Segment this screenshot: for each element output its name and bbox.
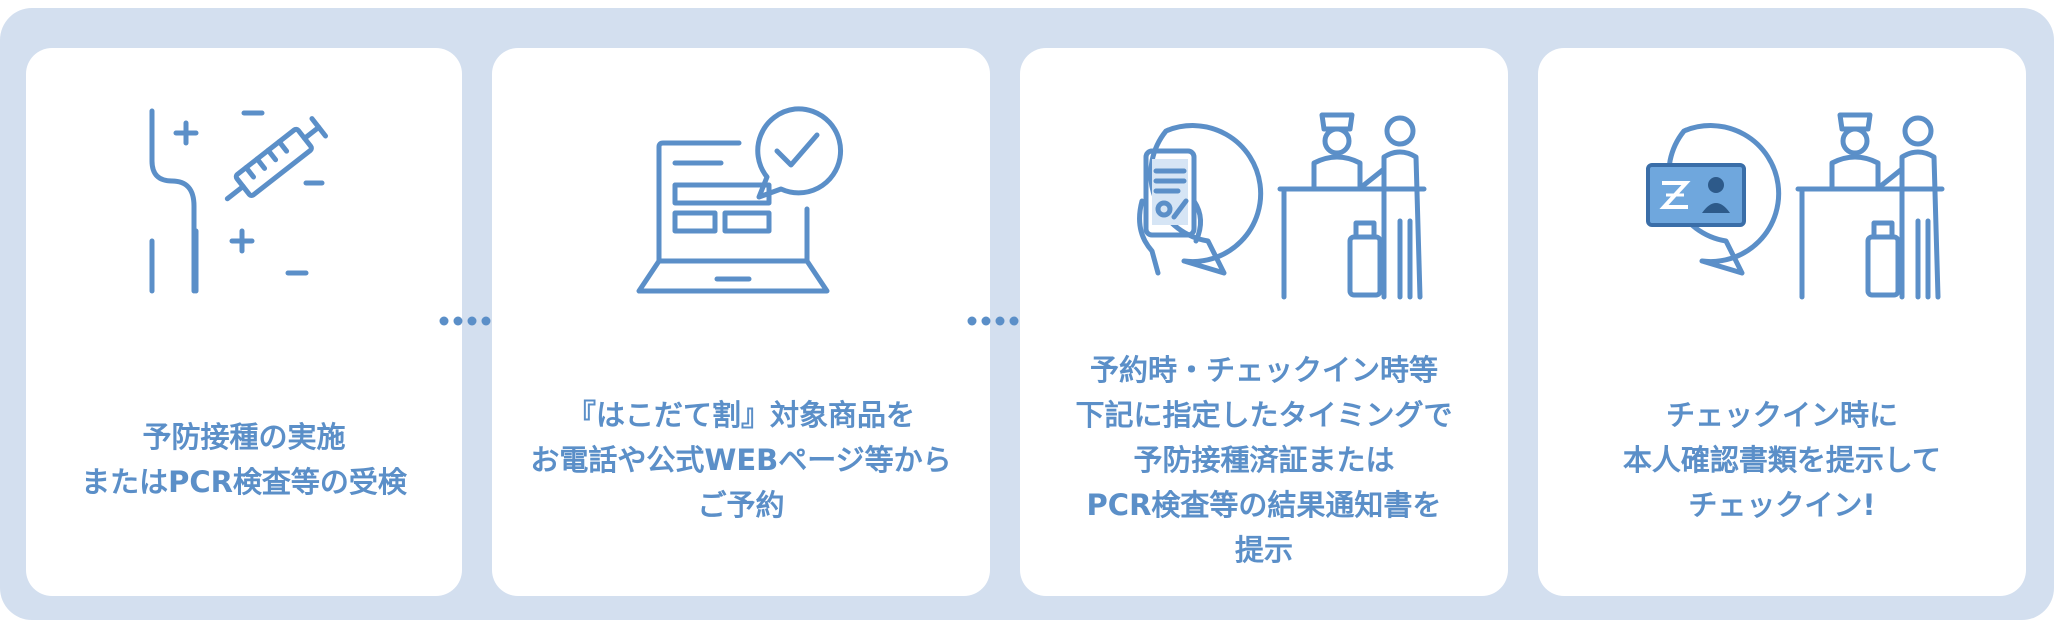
step-3-caption: 予約時・チェックイン時等 下記に指定したタイミングで 予防接種済証または PCR…	[1075, 352, 1453, 567]
process-flow-panel: 予防接種の実施 またはPCR検査等の受検	[0, 8, 2054, 620]
step-4-caption: チェックイン時に 本人確認書類を提示して チェックイン!	[1622, 397, 1942, 522]
step-2-caption: 『はこだて割』対象商品を お電話や公式WEBページ等から ご予約	[530, 397, 952, 522]
id-card-reception-icon	[1646, 112, 1945, 299]
step-card-1: 予防接種の実施 またはPCR検査等の受検	[26, 48, 462, 596]
step-card-4: チェックイン時に 本人確認書類を提示して チェックイン!	[1538, 48, 2026, 596]
phone-certificate-reception-icon	[1137, 112, 1427, 299]
step-card-3: 予約時・チェックイン時等 下記に指定したタイミングで 予防接種済証または PCR…	[1020, 48, 1508, 596]
step-1-caption: 予防接種の実施 またはPCR検査等の受検	[81, 420, 407, 499]
step-card-2: 『はこだて割』対象商品を お電話や公式WEBページ等から ご予約	[492, 48, 990, 596]
vaccine-syringe-icon	[149, 108, 329, 293]
laptop-booking-icon	[636, 105, 844, 293]
